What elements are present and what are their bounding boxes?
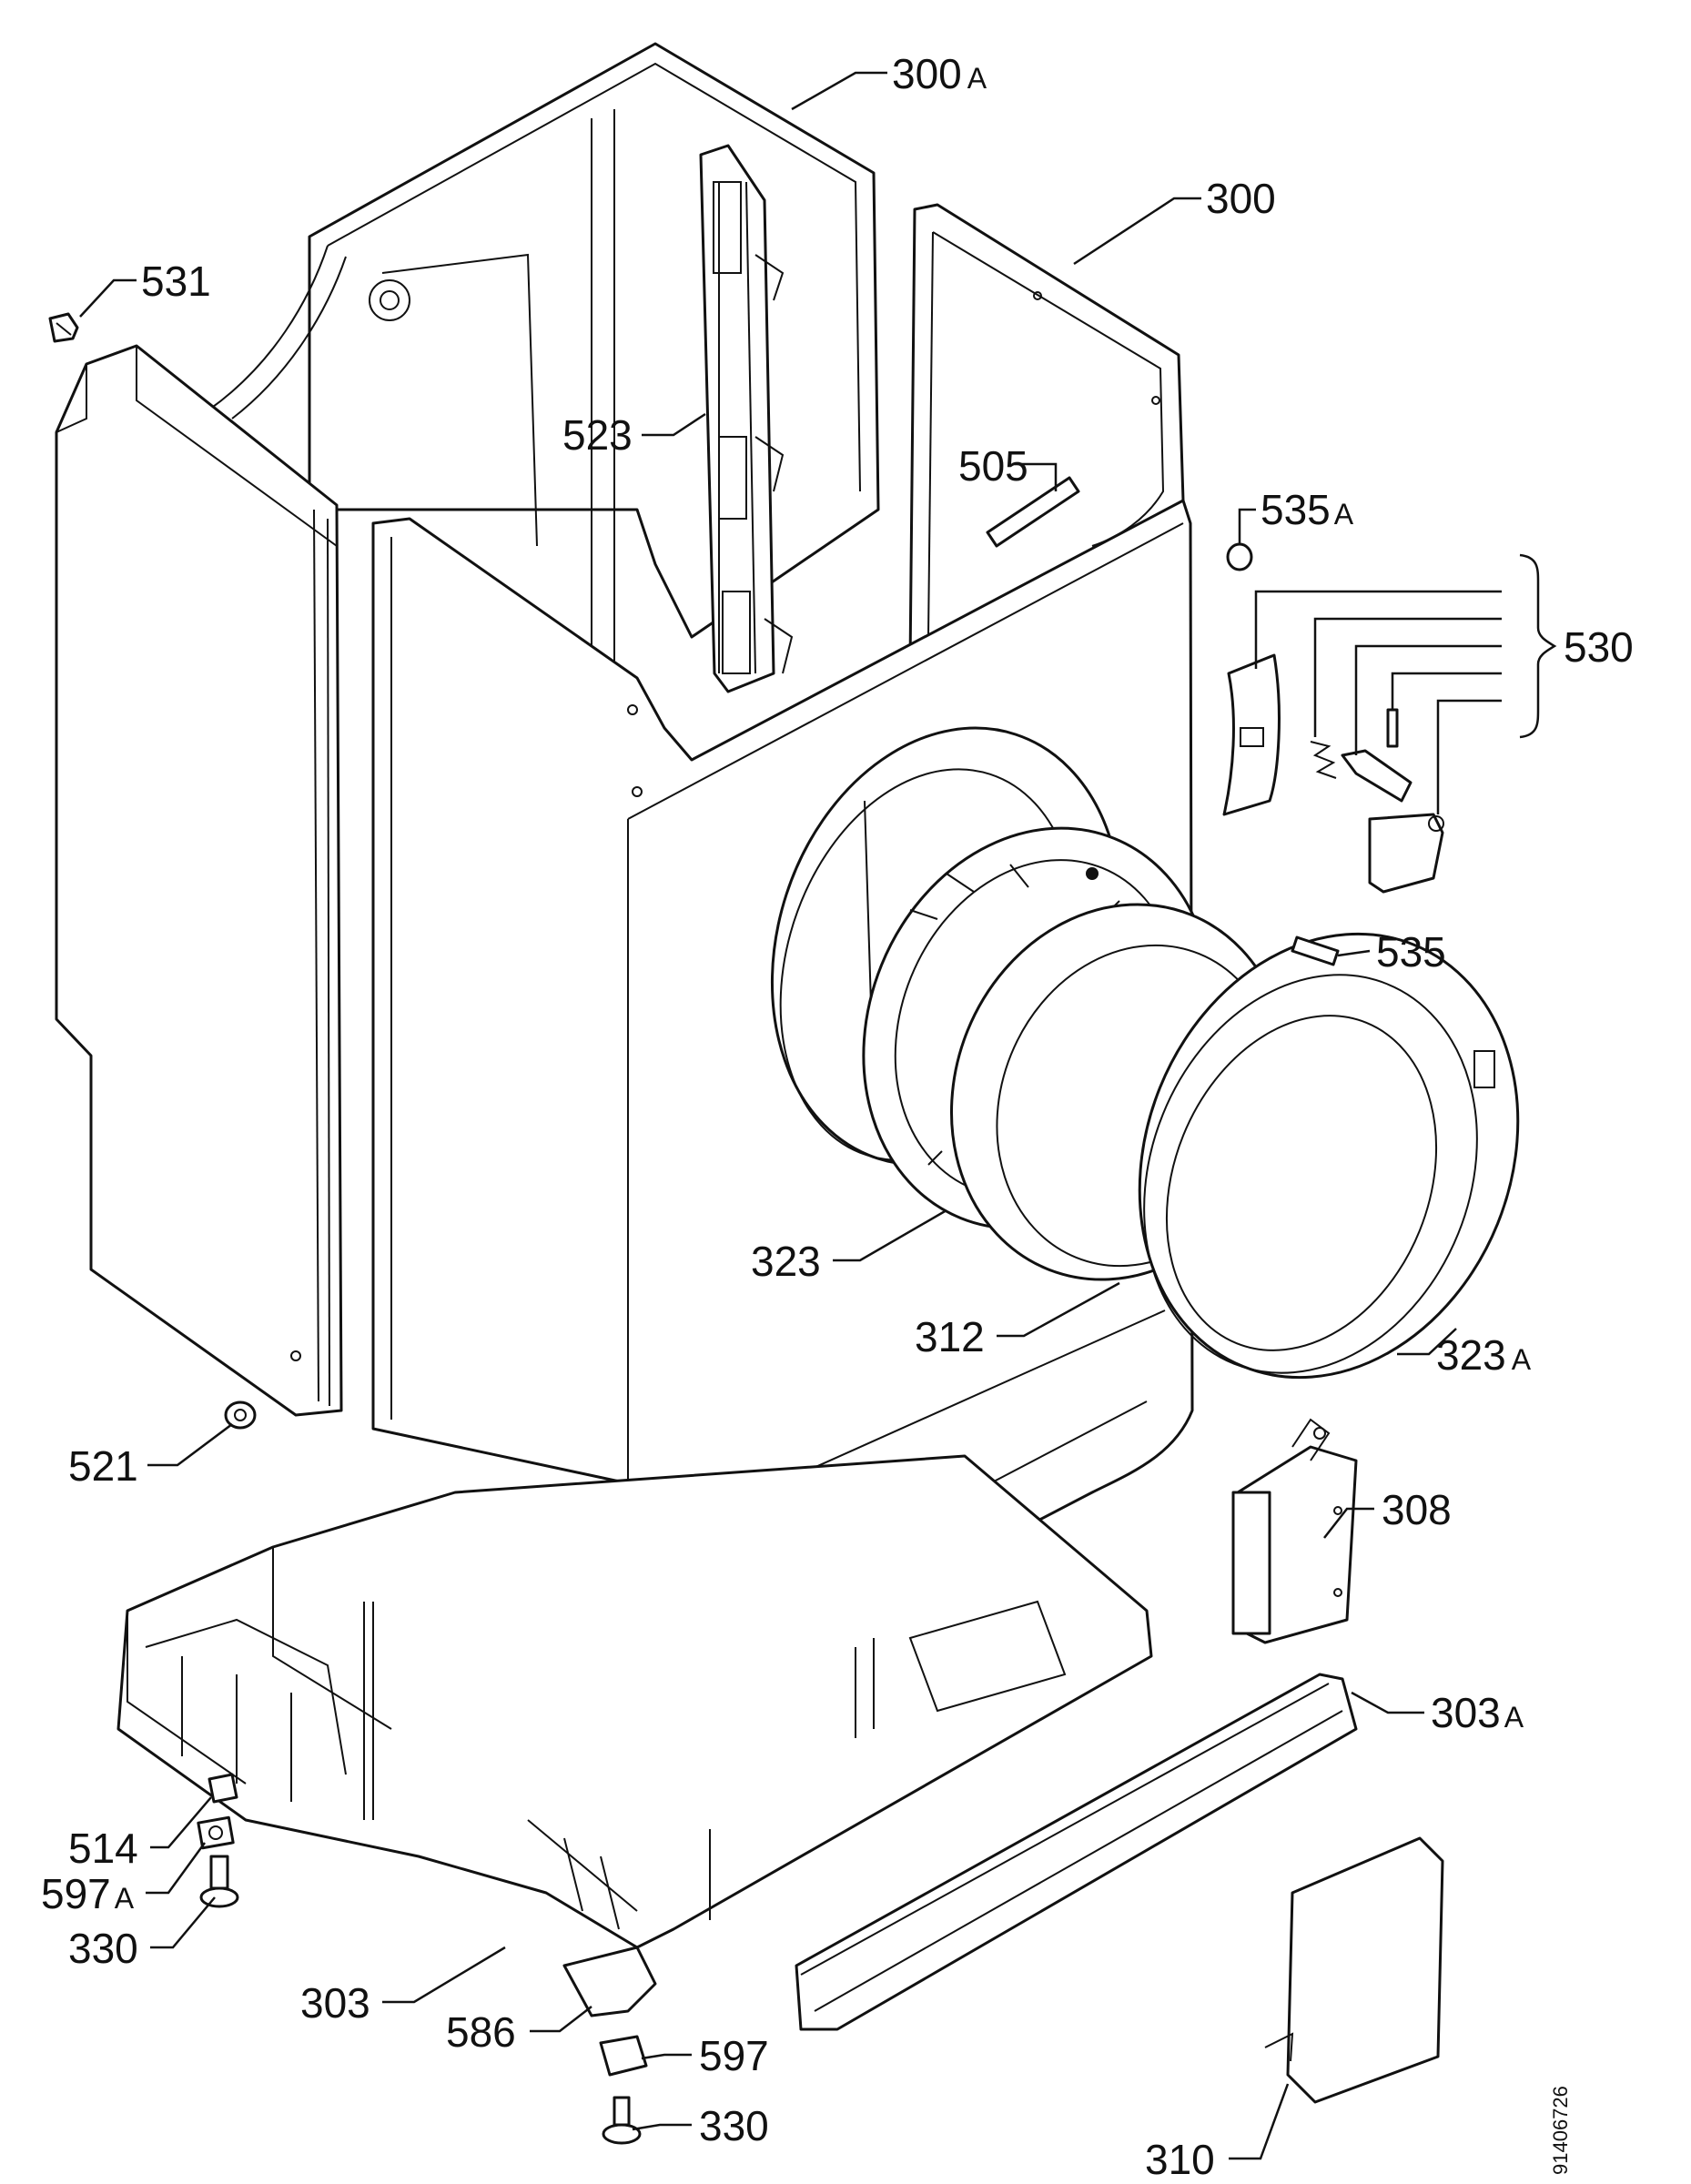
left-side-panel bbox=[55, 344, 343, 1417]
door-lock-lever bbox=[1341, 749, 1413, 803]
callout-310: 310 bbox=[1145, 2136, 1215, 2183]
screw-521 bbox=[224, 1400, 257, 1430]
adjustable-foot-330 bbox=[199, 1855, 239, 1908]
foot-nut-597 bbox=[599, 2035, 648, 2077]
screw-531 bbox=[48, 312, 79, 343]
callout-308: 308 bbox=[1382, 1486, 1452, 1533]
callout-530: 530 bbox=[1564, 623, 1634, 671]
rear-vertical-bracket bbox=[699, 144, 794, 693]
square-nut-597a bbox=[197, 1815, 235, 1850]
document-id: 91406726 bbox=[1549, 2086, 1572, 2175]
door-lock-pin bbox=[1386, 708, 1399, 748]
bushing-535a bbox=[1226, 542, 1253, 571]
foot-nut-514 bbox=[208, 1773, 238, 1804]
door-lock-hook bbox=[1368, 813, 1444, 894]
callout-505: 505 bbox=[958, 442, 1028, 490]
door-outer-ring bbox=[1138, 932, 1520, 1380]
door-lock-plate bbox=[1222, 653, 1281, 816]
pin-505 bbox=[986, 476, 1080, 548]
base-frame bbox=[116, 1454, 1153, 1949]
callout-514: 514 bbox=[68, 1825, 138, 1872]
callout-521: 521 bbox=[68, 1442, 138, 1490]
adjustable-foot-330-front bbox=[602, 2096, 642, 2145]
service-flap bbox=[1264, 1836, 1444, 2104]
door-lock-spring bbox=[1310, 741, 1337, 779]
callout-523: 523 bbox=[562, 411, 633, 459]
door-hinge bbox=[1231, 1418, 1358, 1644]
callout-597: 597 bbox=[699, 2032, 769, 2079]
callout-535: 535 bbox=[1376, 928, 1446, 976]
callout-586: 586 bbox=[446, 2008, 516, 2056]
callout-330: 330 bbox=[68, 1925, 138, 1972]
callout-300: 300 bbox=[1206, 175, 1276, 222]
callout-531: 531 bbox=[141, 258, 211, 305]
callout-303: 303 bbox=[300, 1979, 370, 2027]
callout-323: 323 bbox=[751, 1238, 821, 1285]
pin-535 bbox=[1291, 935, 1340, 966]
callout-312: 312 bbox=[915, 1313, 985, 1360]
kick-plate bbox=[795, 1673, 1358, 2031]
leader-lines bbox=[79, 71, 1557, 2160]
foot-bracket-586 bbox=[562, 1946, 657, 2017]
callout-330-front: 330 bbox=[699, 2102, 769, 2149]
